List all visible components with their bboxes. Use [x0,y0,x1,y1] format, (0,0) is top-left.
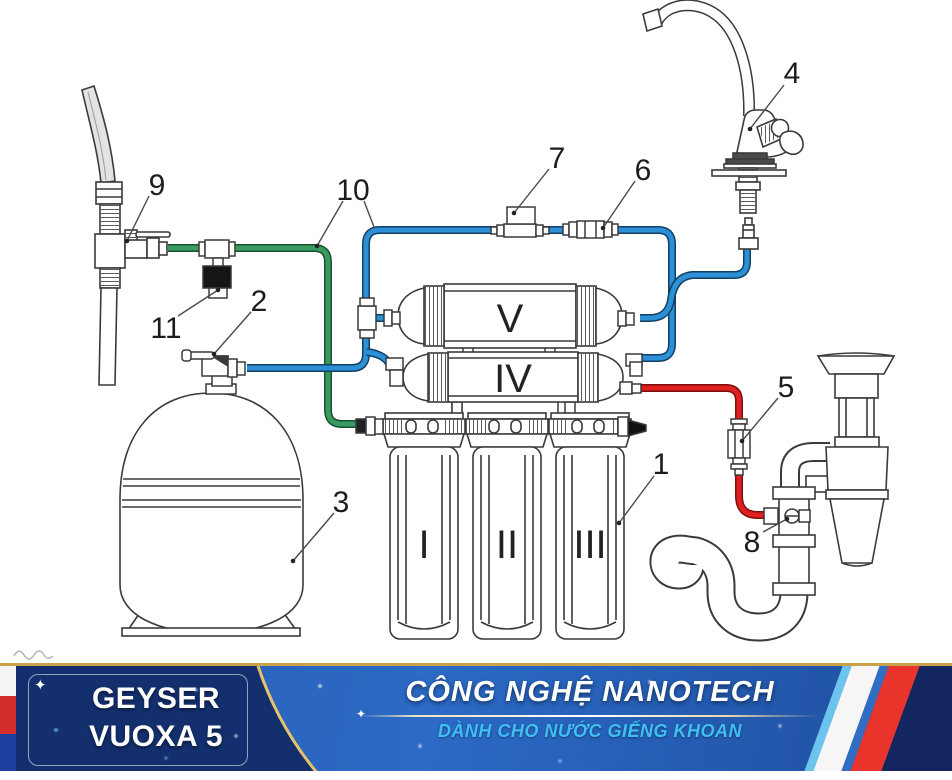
flow-restrictor [727,418,751,476]
check-valve [490,206,550,238]
brand-panel: ✦ GEYSER VUOXA 5 [16,666,318,774]
left-edge-stripes [0,666,16,774]
banner-subtitle: DÀNH CHO NƯỚC GIẾNG KHOAN [437,721,743,741]
part-label-4: 4 [784,57,801,90]
banner-title: CÔNG NGHỆ NANOTECH [405,676,775,708]
stage-labels: I II III IV V [418,297,606,567]
part-label-7: 7 [549,142,566,175]
stage-label-5: V [497,297,524,341]
feed-tube [168,245,360,427]
membrane-stage-4 [402,351,624,403]
stage-label-1: I [418,523,429,567]
filter-system-diagram: 1 2 3 4 5 6 7 8 9 10 11 I II III IV V [13,0,896,660]
banner-divider: ✦ [356,707,820,721]
scribble-artifact [13,650,54,660]
stage-label-4: IV [494,357,532,401]
part-label-8: 8 [744,526,761,559]
canister-bodies [389,446,625,640]
drain-saddle-clamp [763,507,811,525]
supply-adapter-assembly [81,84,171,386]
right-edge-stripes [782,666,952,774]
tee-fitting [357,305,377,331]
stage-label-3: III [573,523,606,567]
part-label-9: 9 [149,169,166,202]
part-label-10: 10 [336,174,369,207]
quick-connector [562,220,619,239]
sink-drain-assembly [649,352,896,642]
membrane-stage-5 [397,283,623,349]
part-label-2: 2 [251,285,268,318]
drain-funnel [816,352,896,567]
canister-caps [382,412,632,448]
leader-lines [124,84,790,564]
part-label-6: 6 [635,154,652,187]
banner-center: CÔNG NGHỆ NANOTECH ✦ DÀNH CHO NƯỚC GIẾNG… [320,676,860,742]
brand-line-1: GEYSER [91,682,221,715]
brand-banner: ✦ GEYSER VUOXA 5 CÔNG NGHỆ NANOTECH ✦ DÀ… [0,663,952,774]
part-label-1: 1 [653,448,670,481]
part-label-3: 3 [333,486,350,519]
brand-line-2: VUOXA 5 [88,720,224,753]
stage-label-2: II [496,523,518,567]
part-label-5: 5 [778,371,795,404]
part-labels: 1 2 3 4 5 6 7 8 9 10 11 [149,57,801,559]
part11-black-fitting [202,265,232,289]
outlet-plug [627,419,647,437]
bottom-margin [0,771,952,780]
star-icon: ✦ [356,707,367,721]
faucet [642,0,804,250]
brand-name: GEYSER VUOXA 5 [50,680,262,756]
brand-panel-border [28,674,248,766]
storage-tank [119,392,304,637]
sparkle-icon: ✦ [34,677,47,694]
part-label-11: 11 [150,312,181,345]
tank-valve [181,349,246,395]
p-trap [649,534,809,642]
